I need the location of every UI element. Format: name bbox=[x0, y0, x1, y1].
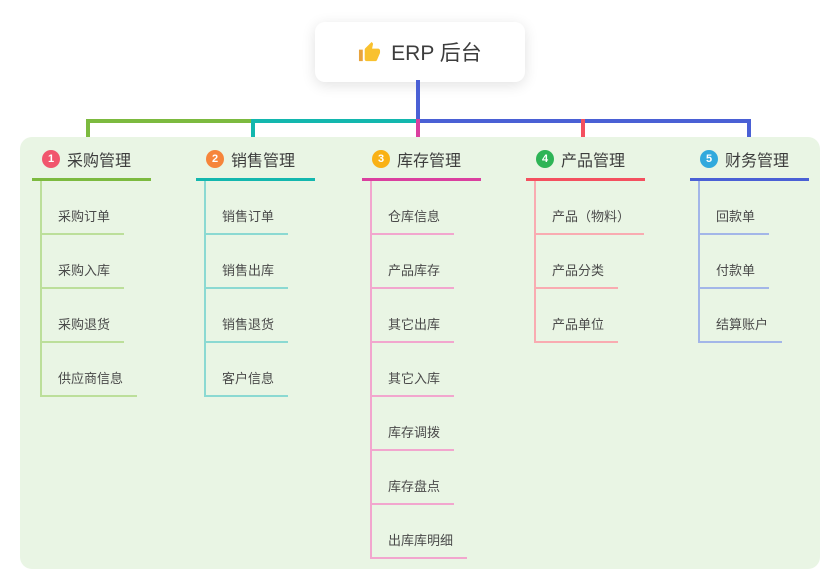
child-node[interactable]: 产品（物料） bbox=[536, 181, 645, 235]
root-node-erp-backend[interactable]: ERP 后台 bbox=[315, 22, 525, 82]
branch-inventory: 3 库存管理 仓库信息 产品库存 其它出库 其它入库 库存调拨 库存盘点 出库库… bbox=[362, 145, 482, 559]
branch-label-text: 库存管理 bbox=[397, 153, 462, 170]
child-node[interactable]: 供应商信息 bbox=[42, 343, 138, 397]
badge-5: 5 bbox=[700, 150, 718, 168]
child-node[interactable]: 付款单 bbox=[700, 235, 770, 289]
badge-4: 4 bbox=[536, 150, 554, 168]
badge-2: 2 bbox=[206, 150, 224, 168]
connector-drop-sales bbox=[251, 119, 255, 148]
badge-3: 3 bbox=[372, 150, 390, 168]
child-node[interactable]: 库存盘点 bbox=[372, 451, 455, 505]
child-node[interactable]: 采购入库 bbox=[42, 235, 125, 289]
mindmap-board: 1 采购管理 采购订单 采购入库 采购退货 供应商信息 2 销售管理 销售订单 … bbox=[20, 137, 820, 569]
child-node[interactable]: 产品分类 bbox=[536, 235, 619, 289]
branch-children: 仓库信息 产品库存 其它出库 其它入库 库存调拨 库存盘点 出库库明细 bbox=[370, 181, 481, 559]
connector-drop-inventory bbox=[416, 119, 420, 148]
branch-product: 4 产品管理 产品（物料） 产品分类 产品单位 bbox=[526, 145, 646, 343]
child-node[interactable]: 其它入库 bbox=[372, 343, 455, 397]
child-node[interactable]: 仓库信息 bbox=[372, 181, 455, 235]
branch-node-inventory[interactable]: 3 库存管理 bbox=[362, 145, 482, 181]
child-node[interactable]: 回款单 bbox=[700, 181, 770, 235]
connector-root-vertical bbox=[416, 80, 420, 121]
branch-node-finance[interactable]: 5 财务管理 bbox=[690, 145, 810, 181]
child-node[interactable]: 结算账户 bbox=[700, 289, 783, 343]
branch-node-product[interactable]: 4 产品管理 bbox=[526, 145, 646, 181]
branch-node-purchase[interactable]: 1 采购管理 bbox=[32, 145, 152, 181]
child-node[interactable]: 采购订单 bbox=[42, 181, 125, 235]
connector-drop-finance bbox=[747, 119, 751, 148]
badge-1: 1 bbox=[42, 150, 60, 168]
child-node[interactable]: 产品库存 bbox=[372, 235, 455, 289]
branch-finance: 5 财务管理 回款单 付款单 结算账户 bbox=[690, 145, 810, 343]
branch-purchase: 1 采购管理 采购订单 采购入库 采购退货 供应商信息 bbox=[32, 145, 152, 397]
child-node[interactable]: 采购退货 bbox=[42, 289, 125, 343]
branch-children: 销售订单 销售出库 销售退货 客户信息 bbox=[204, 181, 315, 397]
child-node[interactable]: 销售订单 bbox=[206, 181, 289, 235]
root-node-label: ERP 后台 bbox=[391, 42, 482, 65]
branch-label-text: 采购管理 bbox=[67, 153, 132, 170]
branch-children: 采购订单 采购入库 采购退货 供应商信息 bbox=[40, 181, 151, 397]
branch-label-text: 财务管理 bbox=[725, 153, 790, 170]
branch-children: 产品（物料） 产品分类 产品单位 bbox=[534, 181, 645, 343]
connector-drop-purchase bbox=[86, 119, 90, 148]
branch-label-text: 销售管理 bbox=[231, 153, 296, 170]
connector-bus-teal bbox=[251, 119, 418, 123]
branch-label-text: 产品管理 bbox=[561, 153, 626, 170]
branch-children: 回款单 付款单 结算账户 bbox=[698, 181, 809, 343]
child-node[interactable]: 销售出库 bbox=[206, 235, 289, 289]
child-node[interactable]: 产品单位 bbox=[536, 289, 619, 343]
branch-sales: 2 销售管理 销售订单 销售出库 销售退货 客户信息 bbox=[196, 145, 316, 397]
child-node[interactable]: 客户信息 bbox=[206, 343, 289, 397]
child-node[interactable]: 其它出库 bbox=[372, 289, 455, 343]
connector-bus-green bbox=[86, 119, 253, 123]
branch-node-sales[interactable]: 2 销售管理 bbox=[196, 145, 316, 181]
child-node[interactable]: 出库库明细 bbox=[372, 505, 468, 559]
thumbs-up-icon bbox=[358, 41, 381, 64]
connector-drop-product bbox=[581, 119, 585, 148]
child-node[interactable]: 库存调拨 bbox=[372, 397, 455, 451]
child-node[interactable]: 销售退货 bbox=[206, 289, 289, 343]
